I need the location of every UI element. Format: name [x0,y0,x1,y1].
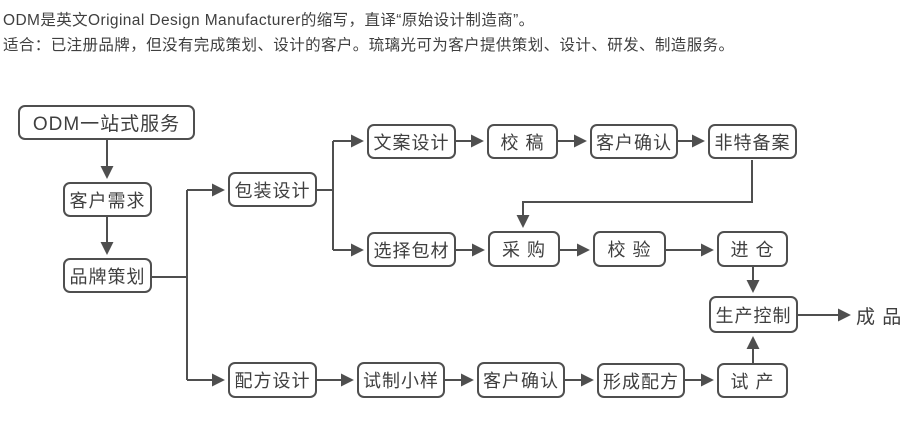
node-trial-production: 试 产 [717,363,788,398]
node-customer-demand: 客户需求 [63,182,152,217]
node-packaging-design: 包装设计 [228,172,317,207]
header-line-2: 适合：已注册品牌，但没有完成策划、设计的客户。琉璃光可为客户提供策划、设计、研发… [3,37,735,54]
node-non-special-filing: 非特备案 [708,124,797,159]
node-brand-planning: 品牌策划 [63,258,152,293]
label-finished-product: 成 品 [856,306,900,328]
node-client-confirm-bottom: 客户确认 [477,362,565,398]
node-warehousing: 进 仓 [717,231,788,267]
node-purchase: 采 购 [488,231,560,267]
node-formula-formation: 形成配方 [597,363,685,398]
edge-brand-branch-trunk [152,190,188,380]
edge-packaging-branch-trunk [317,141,334,250]
node-select-packaging: 选择包材 [367,232,456,267]
node-trial-sample: 试制小样 [357,362,445,398]
node-copy-design: 文案设计 [367,124,456,159]
node-formula-design: 配方设计 [228,362,317,398]
edge-filing-to-purchase [516,160,753,228]
node-proofreading: 校 稿 [487,124,558,159]
node-client-confirm-top: 客户确认 [590,124,678,159]
node-verification: 校 验 [593,231,666,267]
node-production-control: 生产控制 [709,296,798,333]
node-odm-service: ODM一站式服务 [18,105,195,140]
header-line-1: ODM是英文Original Design Manufacturer的缩写，直译… [3,12,535,29]
